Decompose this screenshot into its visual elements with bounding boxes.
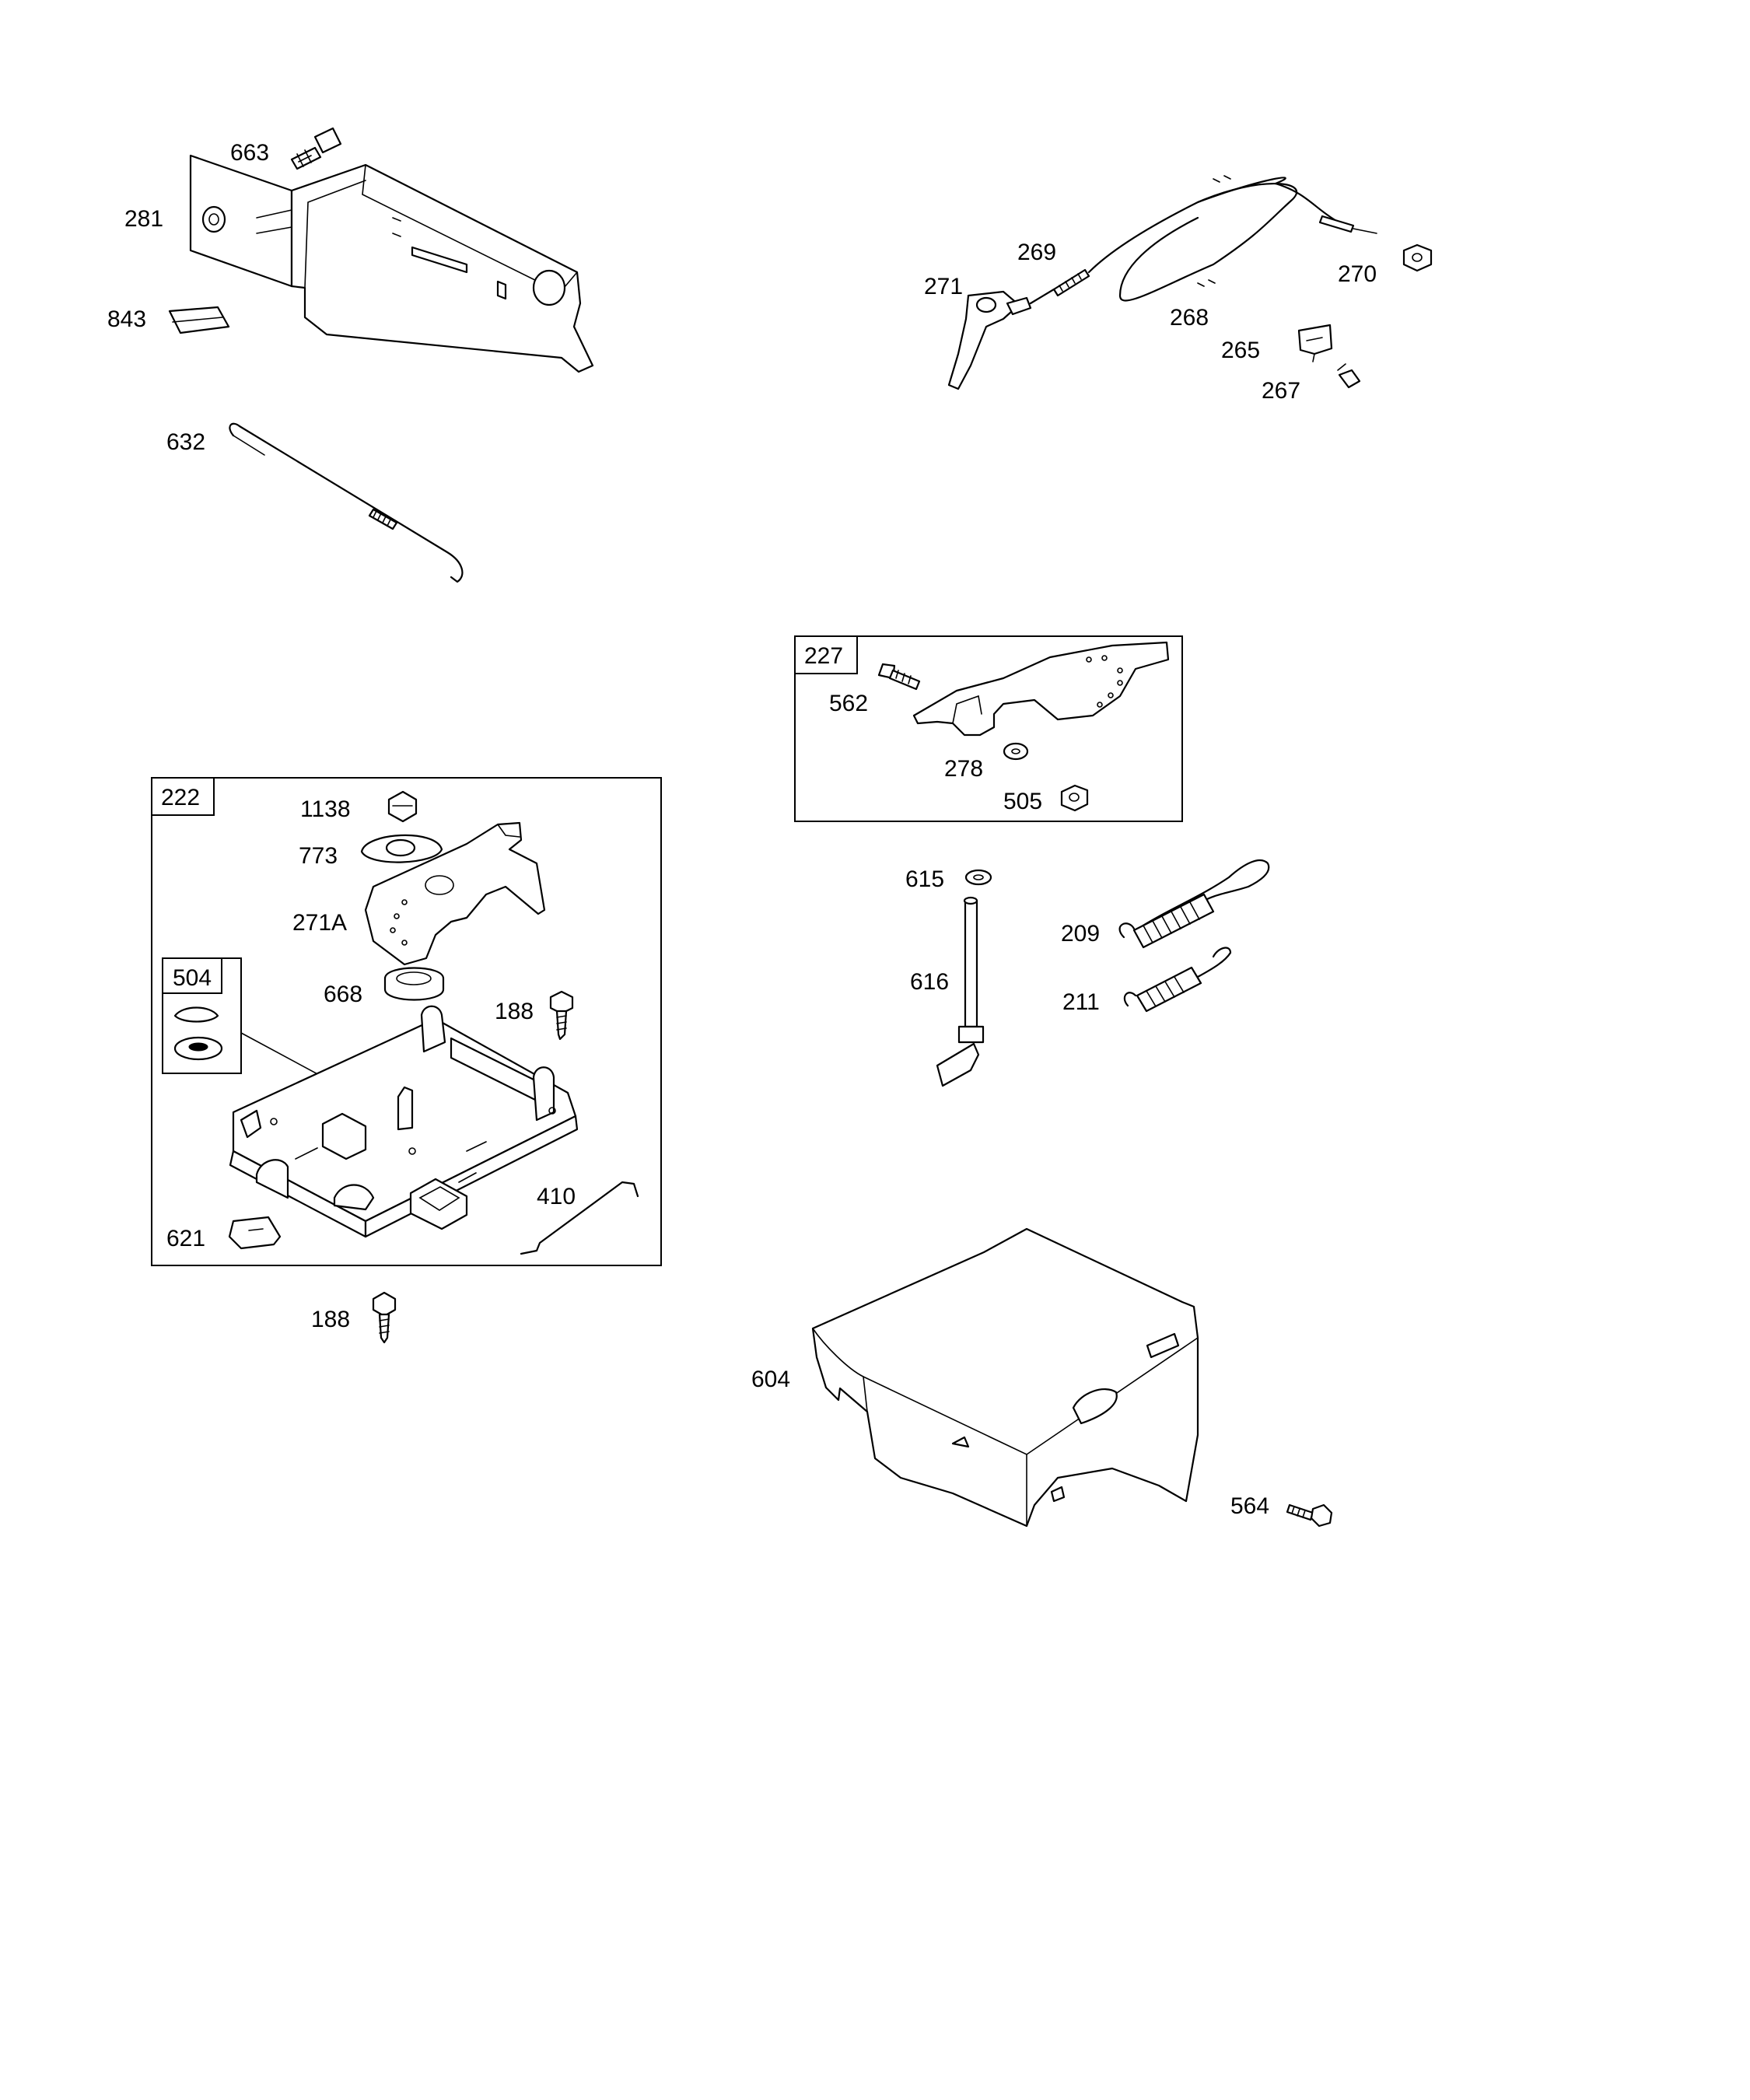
label-843: 843 [107,306,146,332]
label-271: 271 [924,274,963,299]
part-505-nut[interactable] [1060,784,1089,812]
part-773-washer[interactable] [360,834,443,863]
part-632-governor-link[interactable] [229,422,464,583]
part-267-screw[interactable] [1337,363,1361,389]
label-632: 632 [166,429,205,455]
part-668-friction-washer[interactable] [383,967,445,1001]
part-410-link[interactable] [520,1181,639,1255]
label-269: 269 [1017,240,1056,265]
label-271A: 271A [292,910,347,936]
group-222-control-plate[interactable] [151,777,662,1266]
part-616-governor-shaft[interactable] [936,896,985,1087]
part-188-screw-upper[interactable] [549,990,574,1041]
label-268: 268 [1170,305,1209,331]
part-227-lever[interactable] [912,641,1170,737]
label-410: 410 [537,1184,576,1209]
part-265-cable-clamp[interactable] [1297,324,1333,362]
part-843-clip[interactable] [168,306,230,334]
group-504-washers[interactable] [162,957,242,1074]
part-270-nut[interactable] [1402,243,1433,272]
group-227-governor-lever[interactable] [794,635,1183,822]
part-268-throttle-cable[interactable] [1029,175,1377,305]
label-621: 621 [166,1226,205,1251]
label-270: 270 [1338,261,1377,287]
label-616: 616 [910,969,949,995]
part-188-screw-lower[interactable] [372,1291,397,1344]
label-281: 281 [124,206,163,232]
label-505: 505 [1003,789,1042,814]
part-278-washer[interactable] [1003,742,1029,761]
label-615: 615 [905,866,944,892]
part-209-spring[interactable] [1118,859,1270,949]
label-227: 227 [804,643,843,669]
label-265: 265 [1221,338,1260,363]
part-271A-lever[interactable] [364,821,546,966]
part-663-bolt[interactable] [290,127,342,170]
part-222-base-plate[interactable] [229,1005,579,1238]
label-1138: 1138 [300,796,351,822]
label-564: 564 [1230,1493,1269,1519]
part-271-cable-lever[interactable] [947,290,1032,390]
label-278: 278 [944,756,983,782]
label-209: 209 [1061,921,1100,947]
part-211-spring[interactable] [1123,947,1232,1013]
label-222: 222 [161,785,200,810]
label-604: 604 [751,1367,790,1392]
part-1138-nut[interactable] [387,790,418,823]
label-504: 504 [173,965,212,991]
part-621-clip[interactable] [228,1216,282,1250]
label-668: 668 [324,982,362,1007]
label-773: 773 [299,843,338,869]
label-188-upper: 188 [495,999,534,1024]
label-211: 211 [1062,989,1100,1015]
part-562-bolt[interactable] [877,663,921,691]
label-188-lower: 188 [311,1307,350,1332]
part-604-blower-cover[interactable] [811,1227,1199,1528]
part-615-washer[interactable] [964,869,992,886]
label-267: 267 [1262,378,1300,404]
part-281-control-bracket[interactable] [189,154,594,373]
label-562: 562 [829,691,868,716]
label-663: 663 [230,140,269,166]
part-564-screw[interactable] [1286,1503,1333,1528]
